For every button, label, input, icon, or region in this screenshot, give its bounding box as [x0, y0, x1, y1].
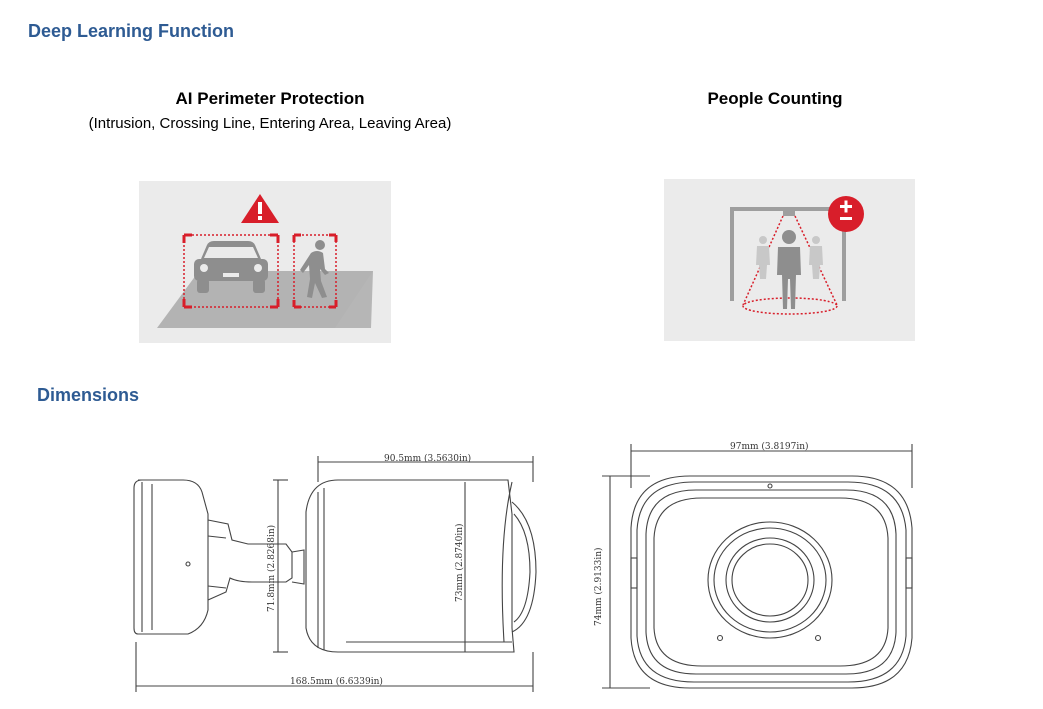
feature-title-perimeter: AI Perimeter Protection [175, 89, 365, 108]
side-top-length-label: 90.5mm (3.5630in) [384, 453, 471, 464]
people-counting-illustration [730, 196, 864, 315]
plus-minus-icon [828, 196, 864, 232]
front-width-label: 97mm (3.8197in) [730, 441, 809, 452]
warning-icon [241, 194, 279, 223]
deep-learning-heading: Deep Learning Function [28, 21, 235, 41]
side-people-icon [756, 236, 823, 279]
walking-person-icon [300, 240, 329, 298]
dimensions-heading: Dimensions [37, 385, 140, 405]
person-icon [777, 230, 801, 309]
feature-title-people-counting: People Counting [707, 89, 843, 108]
car-icon [194, 241, 268, 293]
front-height-label: 74mm (2.9133in) [593, 547, 604, 626]
side-mount-height-label: 71.8mm (2.8268in) [266, 525, 277, 612]
side-body-height-label: 73mm (2.8740in) [454, 523, 465, 602]
perimeter-protection-panel [139, 181, 391, 343]
feature-subtitle-perimeter: (Intrusion, Crossing Line, Entering Area… [88, 115, 452, 132]
perimeter-protection-illustration [157, 194, 373, 328]
camera-front-view-drawing: 97mm (3.8197in) 74mm (2.9133in) [593, 441, 913, 689]
camera-side-view-drawing: 90.5mm (3.5630in) 168.5mm (6.6339in) 71.… [133, 453, 537, 692]
side-bottom-length-label: 168.5mm (6.6339in) [290, 676, 383, 687]
people-counting-panel [664, 179, 915, 341]
